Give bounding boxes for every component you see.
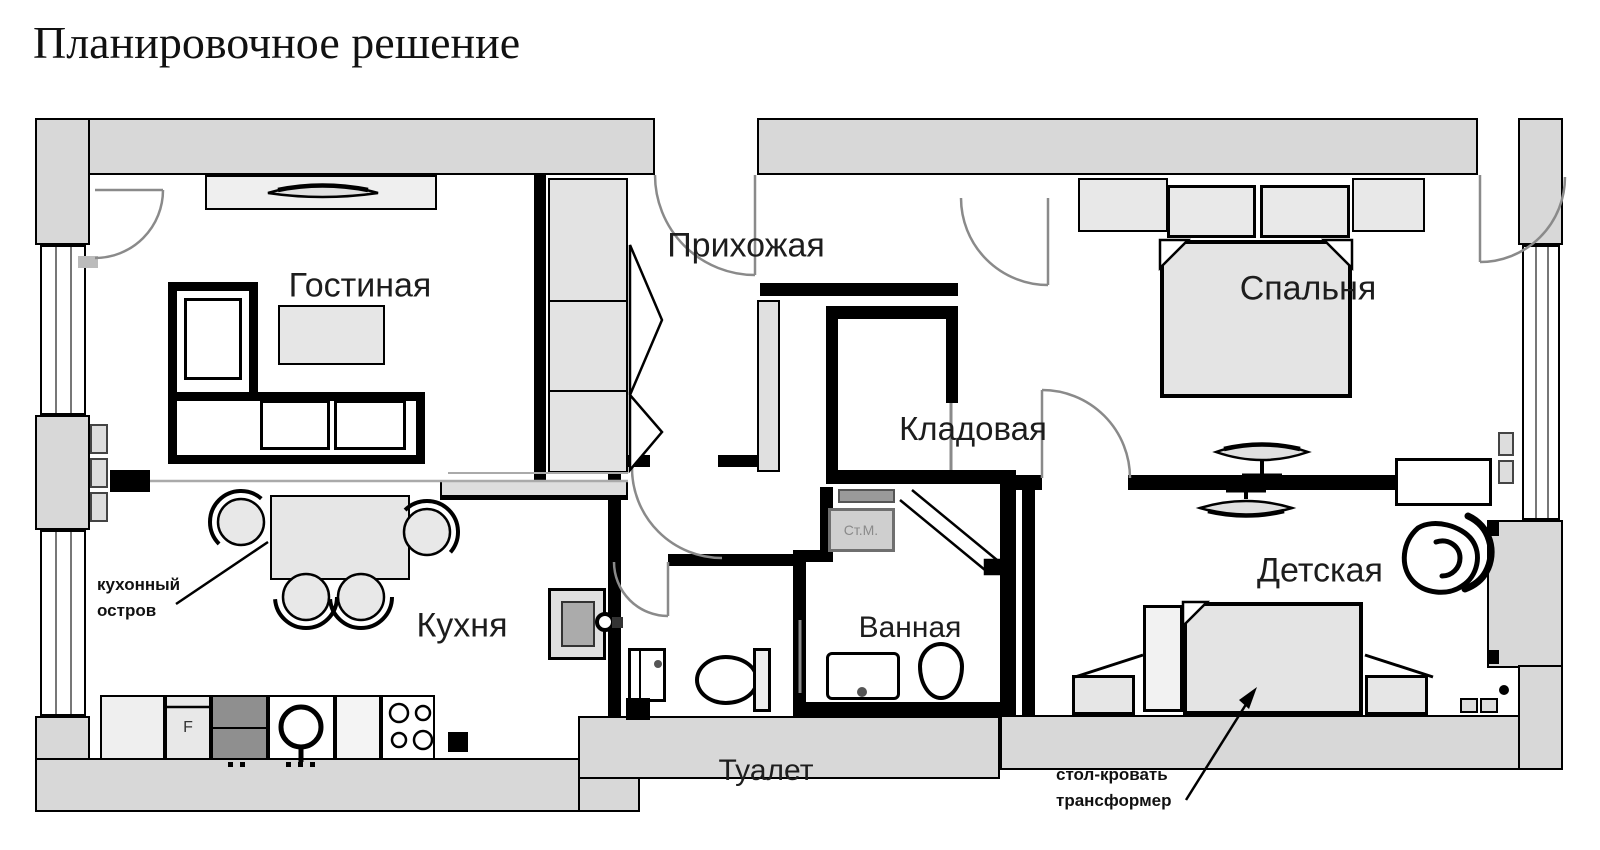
bath-sink <box>826 652 900 700</box>
stove <box>381 695 435 760</box>
wall-bottom-kitchen <box>35 758 640 812</box>
door-bedroom-entry <box>959 197 1050 287</box>
door-wc <box>612 561 670 618</box>
wc-floor-drain <box>626 698 650 720</box>
radiator-segment <box>90 424 108 454</box>
table-bed-panel <box>1143 605 1183 712</box>
bedroom-closet-right <box>1352 178 1425 232</box>
room-label-hallway: Прихожая <box>667 226 825 265</box>
room-label-wc: Туалет <box>718 754 814 787</box>
room-label-storage: Кладовая <box>899 410 1047 447</box>
bath-shelf <box>838 489 895 503</box>
tv-bedroom <box>1212 442 1312 479</box>
wall-stub-living-kitchen <box>110 470 150 492</box>
kids-shelf <box>1480 698 1498 713</box>
window-right-1 <box>1522 245 1560 520</box>
hall-bench <box>440 480 628 500</box>
label-washing-machine: Ст.М. <box>843 522 879 538</box>
wall-corner-top-left <box>35 118 90 245</box>
radiator-segment <box>1498 460 1514 484</box>
radiator-segment <box>90 458 108 488</box>
bed-pillow-right <box>1260 185 1350 238</box>
corridor-cabinet <box>757 300 780 472</box>
bath-toilet <box>918 642 964 700</box>
room-label-bathroom: Ванная <box>858 611 962 644</box>
room-label-kids: Детская <box>1257 551 1383 590</box>
wall-bath-top <box>826 470 1016 484</box>
kids-nightstand-right <box>1365 675 1428 715</box>
armchair-sketch <box>1401 512 1495 595</box>
wall-left-pier <box>35 415 90 530</box>
pier-jamb <box>1489 522 1499 536</box>
wall-kids-left-top <box>1013 475 1042 490</box>
nightstand-line <box>1364 653 1434 679</box>
tv-kids <box>1195 487 1297 518</box>
hall-wardrobe <box>548 178 628 473</box>
label-fridge: F <box>183 719 193 736</box>
wall-right-pier <box>1487 520 1563 668</box>
table-bed-transformer <box>1183 602 1363 715</box>
sofa-cushion <box>184 298 242 380</box>
sofa-cushion <box>260 400 330 450</box>
wall-storage-right <box>946 319 958 403</box>
wall-bottom-kids <box>1000 715 1563 770</box>
wall-wc-top <box>668 554 793 566</box>
wc-toilet-tank <box>753 648 771 712</box>
washing-machine <box>828 508 895 552</box>
door-kids-room <box>1040 388 1132 479</box>
wall-kids-left <box>1022 490 1035 715</box>
kitchen-counter <box>335 695 381 760</box>
wall-hall-storage <box>760 283 958 296</box>
door-living-corner <box>94 188 165 260</box>
wall-corner-bottom-right <box>1518 665 1563 770</box>
kitchen-island-table <box>270 495 410 580</box>
note-table-bed: стол-кровать трансформер <box>1056 765 1172 810</box>
wall-storage-top <box>838 306 958 319</box>
kids-nightstand-left <box>1072 675 1135 715</box>
tv-console <box>205 175 437 210</box>
kitchen-wall-sink-unit <box>548 588 606 660</box>
double-bed <box>1160 240 1352 398</box>
kids-shelf <box>1460 698 1478 713</box>
door-landing <box>78 256 98 268</box>
kitchen-cabinet <box>100 695 165 760</box>
wall-top-right <box>757 118 1478 175</box>
pier-jamb <box>1489 650 1499 664</box>
wardrobe-door-symbol <box>628 244 664 474</box>
wall-living-hall <box>534 175 546 480</box>
coffee-table <box>278 305 385 365</box>
wc-sink <box>628 648 666 702</box>
wall-vestibule-stub-right <box>718 455 762 467</box>
dishwasher <box>211 695 268 760</box>
room-label-bedroom: Спальня <box>1239 269 1377 308</box>
trash-bin <box>448 732 468 752</box>
nightstand-line <box>1074 653 1144 679</box>
wall-top-left <box>35 118 655 175</box>
note-kitchen-island: кухонный остров <box>97 575 181 620</box>
radiator-segment <box>1498 432 1514 456</box>
wall-bath-right <box>1000 470 1016 716</box>
wc-toilet-bowl <box>695 655 759 705</box>
radiator-segment <box>90 492 108 522</box>
wall-storage-left <box>826 306 838 476</box>
sink-cabinet <box>268 695 335 760</box>
bedroom-desk <box>1395 458 1492 506</box>
wall-bottom-middle <box>578 716 1000 779</box>
kids-dot <box>1499 685 1509 695</box>
wall-wc-bath <box>793 558 806 716</box>
window-left-1 <box>40 245 86 415</box>
door-vestibule <box>630 467 723 560</box>
shower-corner <box>899 489 1003 576</box>
window-left-2 <box>40 530 86 716</box>
sofa-cushion <box>334 400 406 450</box>
bedroom-closet-left <box>1078 178 1168 232</box>
page-title: Планировочное решение <box>33 17 521 68</box>
room-label-kitchen: Кухня <box>416 606 508 645</box>
room-label-living: Гостиная <box>288 266 432 305</box>
wall-bath-bottom <box>793 702 1016 716</box>
bed-pillow-left <box>1167 185 1256 238</box>
wall-corner-top-right <box>1518 118 1563 245</box>
